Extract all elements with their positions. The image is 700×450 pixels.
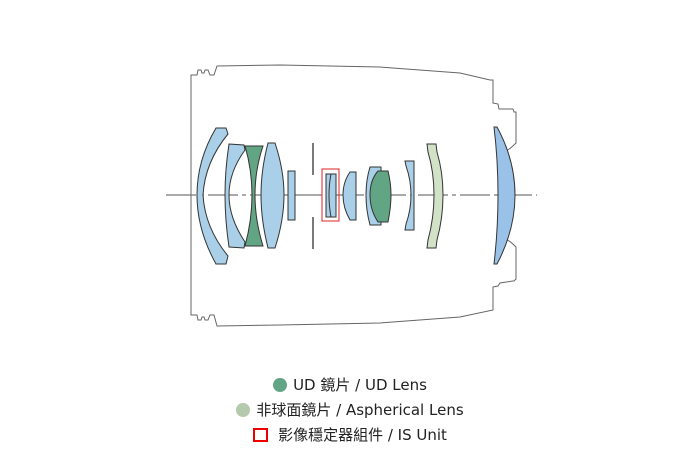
aspherical-lens-element-11 bbox=[426, 143, 444, 249]
is-lens-curve bbox=[328, 173, 332, 218]
lens-element-2 bbox=[224, 143, 246, 249]
ud-lens-element-9 bbox=[369, 170, 392, 223]
square-outline-icon bbox=[253, 427, 269, 442]
legend-aspherical-lens: 非球面鏡片 / Aspherical Lens bbox=[0, 397, 700, 422]
legend-is-unit: 影像穩定器組件 / IS Unit bbox=[0, 422, 700, 447]
is-unit-highlight bbox=[321, 168, 340, 222]
ud-lens-element-3 bbox=[244, 145, 264, 247]
legend-ud-lens: UD 鏡片 / UD Lens bbox=[0, 372, 700, 397]
legend-aspherical-label: 非球面鏡片 / Aspherical Lens bbox=[256, 400, 464, 419]
legend-ud-label: UD 鏡片 / UD Lens bbox=[293, 375, 427, 394]
lens-construction-diagram bbox=[166, 64, 537, 327]
lens-element-5 bbox=[287, 170, 296, 221]
is-lens-element bbox=[325, 173, 337, 218]
lens-element-10 bbox=[404, 160, 415, 231]
ud-circle-icon bbox=[273, 377, 288, 392]
lens-element-4 bbox=[260, 142, 285, 249]
aspherical-circle-icon bbox=[236, 402, 251, 417]
legend: UD 鏡片 / UD Lens 非球面鏡片 / Aspherical Lens … bbox=[0, 372, 700, 447]
lens-element-1 bbox=[196, 127, 229, 265]
lens-element-12-rear bbox=[493, 126, 516, 265]
legend-is-label: 影像穩定器組件 / IS Unit bbox=[278, 425, 447, 444]
lens-element-7 bbox=[342, 171, 357, 221]
